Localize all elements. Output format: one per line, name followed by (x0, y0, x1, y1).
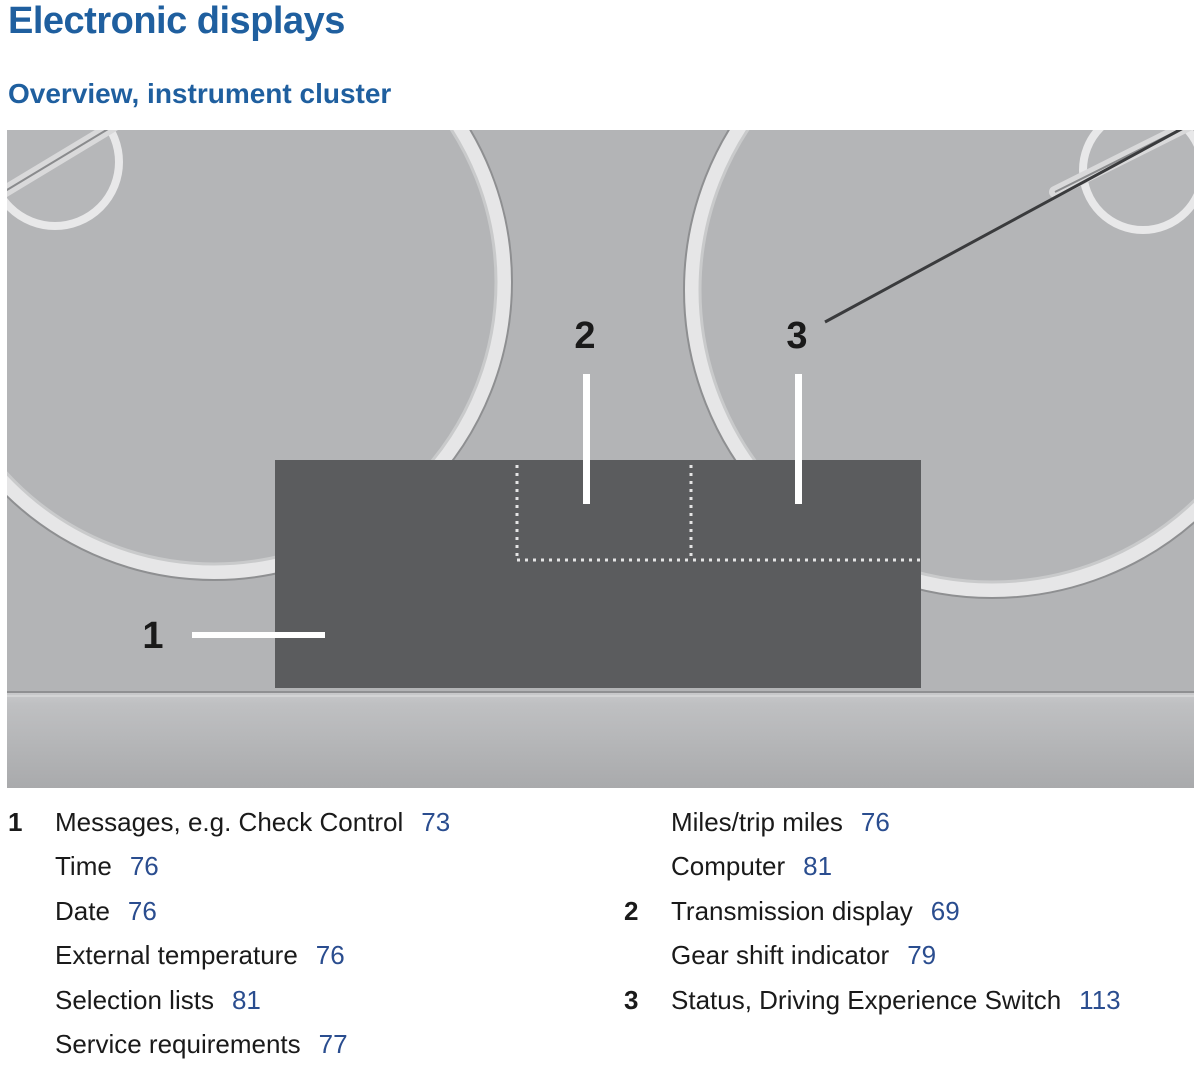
callout-number-1: 1 (142, 615, 163, 657)
page-reference-link[interactable]: 73 (421, 807, 451, 837)
page-reference-link[interactable]: 81 (803, 851, 833, 882)
legend-number: 3 (624, 984, 639, 1015)
callout-number-3: 3 (786, 315, 807, 357)
page-reference-link[interactable]: 76 (315, 940, 345, 971)
section-title: Overview, instrument cluster (8, 78, 392, 109)
instrument-cluster-illustration: 1 2 3 (7, 130, 1194, 788)
page-reference-link[interactable]: 76 (129, 851, 159, 882)
callout-line-3 (795, 374, 802, 504)
page-reference-link[interactable]: 81 (231, 984, 261, 1015)
callout-number-2: 2 (574, 315, 595, 357)
callout-line-3-pointer (824, 130, 1183, 324)
page-reference-link[interactable]: 79 (907, 940, 937, 971)
page-reference-link[interactable]: 69 (930, 895, 960, 926)
callout-line-2 (583, 374, 590, 504)
display-dotted-areas (515, 465, 921, 562)
page-reference-link[interactable]: 113 (1079, 984, 1121, 1015)
cluster-bottom-trim (7, 692, 1194, 788)
page-title: Electronic displays (8, 0, 345, 42)
page-reference-link[interactable]: 76 (860, 807, 890, 837)
legend-number: 1 (8, 807, 23, 837)
central-display (275, 460, 921, 688)
page-reference-link[interactable]: 76 (127, 895, 157, 926)
page-reference-link[interactable]: 77 (318, 1028, 348, 1059)
callout-line-1 (192, 632, 325, 638)
legend-number: 2 (624, 895, 639, 926)
